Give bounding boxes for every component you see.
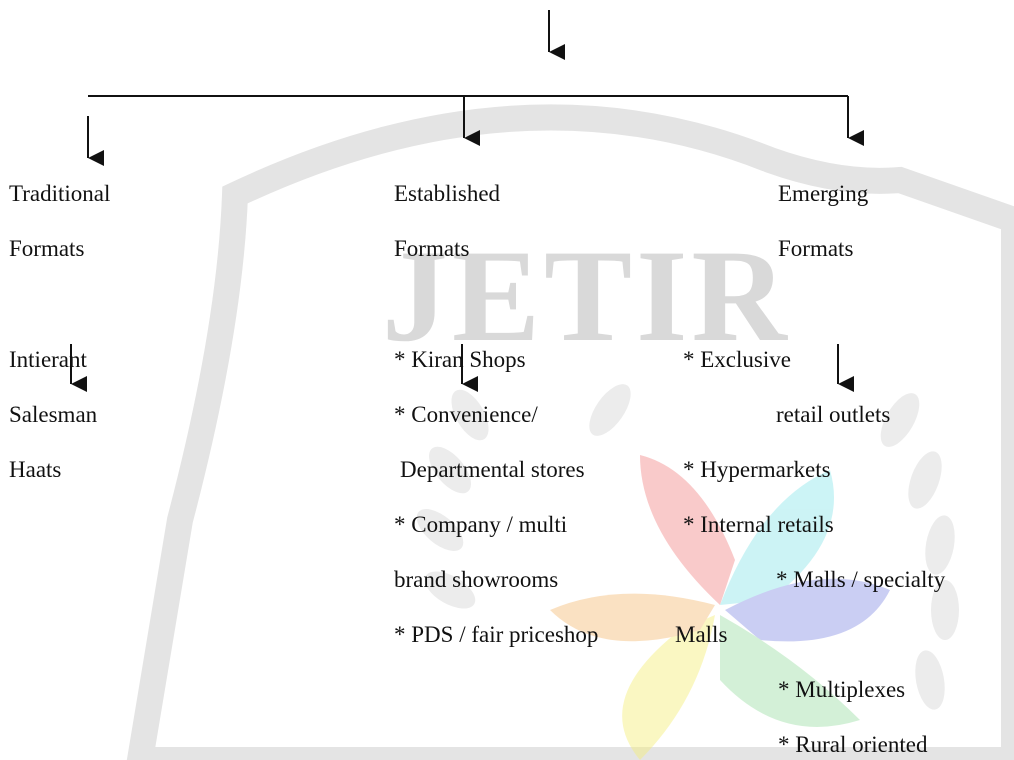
emerging-heading-line2: Formats [778,236,854,261]
established-item: * PDS / fair priceshop [394,622,599,647]
traditional-heading-line1: Traditional [9,181,111,206]
emerging-item: * Multiplexes [778,677,906,702]
traditional-item: Salesman [9,402,98,427]
established-heading-line1: Established [394,181,501,206]
established-item: * Convenience/ [394,402,538,427]
emerging-item: Malls [675,622,728,647]
traditional-item: Haats [9,457,62,482]
emerging-heading-line1: Emerging [778,181,869,206]
established-item: Departmental stores [400,457,585,482]
emerging-item: * Malls / specialty [776,567,946,592]
emerging-item: * Exclusive [683,347,791,372]
established-item: * Kiran Shops [394,347,526,372]
established-heading-line2: Formats [394,236,470,261]
established-item: brand showrooms [394,567,559,592]
watermark-text: JETIR [382,222,791,369]
emerging-item: * Hypermarkets [683,457,831,482]
traditional-item: Intierant [9,347,87,372]
emerging-item: retail outlets [776,402,891,427]
established-item: * Company / multi [394,512,568,537]
watermark-petals [550,455,890,760]
watermark-shield [126,104,1014,760]
traditional-heading-line2: Formats [9,236,85,261]
watermark-laurel [416,384,959,710]
emerging-item: * Internal retails [683,512,834,537]
emerging-item: * Rural oriented [778,732,928,757]
